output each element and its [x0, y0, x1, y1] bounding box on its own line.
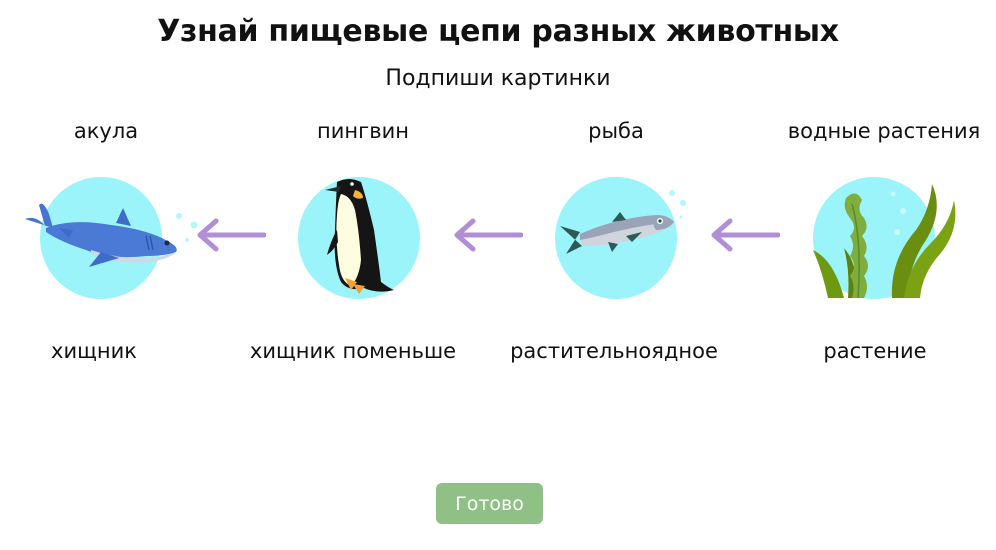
animal-name-shark[interactable]: акула [73, 119, 139, 143]
fish-icon [560, 190, 686, 254]
shark-card [25, 170, 198, 310]
arrow-left-icon [708, 215, 781, 255]
fish-card [546, 170, 686, 310]
plants-card [804, 170, 956, 310]
penguin-icon [325, 179, 394, 294]
role-label-predator[interactable]: хищник [51, 339, 137, 363]
arrow-left-icon [194, 215, 267, 255]
animal-name-plants[interactable]: водные растения [787, 119, 981, 143]
done-button[interactable]: Готово [436, 483, 543, 524]
penguin-card [289, 170, 429, 310]
page-title: Узнай пищевые цепи разных животных [157, 14, 839, 49]
role-label-plant[interactable]: растение [823, 339, 927, 363]
arrow-left-icon [451, 215, 524, 255]
animal-name-penguin[interactable]: пингвин [317, 119, 409, 143]
page-subtitle: Подпиши картинки [385, 66, 611, 91]
seaweed-icon [813, 184, 956, 299]
shark-icon [25, 203, 198, 267]
role-label-small-predator[interactable]: хищник поменьше [249, 339, 457, 363]
animal-name-fish[interactable]: рыба [588, 119, 644, 143]
role-label-herbivore[interactable]: растительноядное [510, 339, 718, 363]
